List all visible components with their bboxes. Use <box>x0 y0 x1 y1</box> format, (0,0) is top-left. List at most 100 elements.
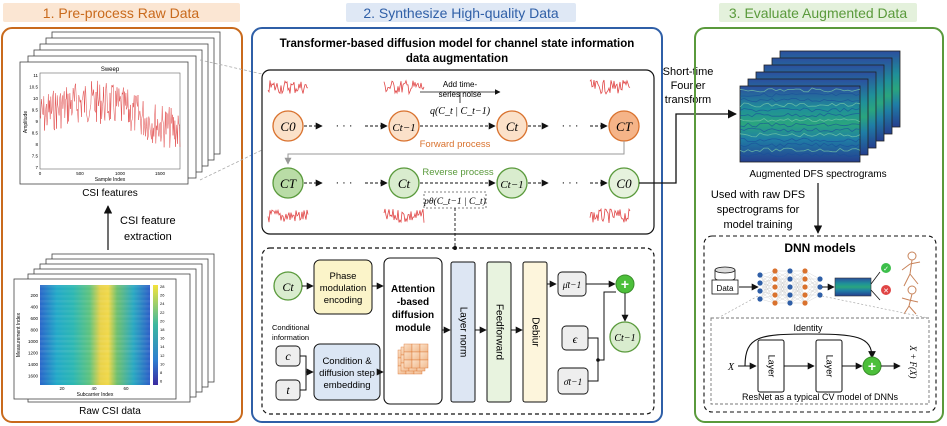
resnet-caption: ResNet as a typical CV model of DNNs <box>742 392 899 402</box>
nn-edge <box>789 278 806 304</box>
dfs-texture <box>739 117 861 123</box>
forward-node-label: Ct <box>506 119 519 134</box>
colorbar-tick: 10 <box>160 361 165 366</box>
nn-neuron <box>787 276 793 282</box>
noise-waveform <box>267 80 309 95</box>
sweep-ylabel: Amplitude <box>23 111 29 133</box>
heatmap-texture-row <box>40 295 150 298</box>
condition-c-label: c <box>285 349 291 363</box>
heatmap-texture-row <box>40 375 150 378</box>
dfs-texture <box>739 122 861 128</box>
resnet-layer-label: Layer <box>825 355 835 378</box>
dfs-texture <box>739 92 861 98</box>
database-icon <box>714 266 736 282</box>
panel-border <box>1 27 243 423</box>
nn-neuron <box>787 300 793 306</box>
heatmap-texture-row <box>40 300 150 303</box>
panel-title-bg <box>719 3 917 22</box>
stft-label-1: Short-time <box>663 66 714 78</box>
condition-t-label: t <box>286 383 290 397</box>
heatmap-texture-row <box>40 320 150 323</box>
cube-cell <box>411 351 421 361</box>
forward-equation: q(C_t | C_t−1) <box>430 106 491 117</box>
sweep-ytick: 9.5 <box>32 108 39 113</box>
raw-csi-label: Raw CSI data <box>79 406 141 417</box>
colorbar-tick: 26 <box>160 293 165 298</box>
reverse-node-label: Ct−1 <box>500 179 523 191</box>
forward-process: C0 Ct−1 Ct CT · · · · · · Add time- seri… <box>272 80 640 150</box>
used-label-3: model training <box>723 219 792 231</box>
heatmap-texture-row <box>40 315 150 318</box>
colorbar-tick: 8 <box>160 370 163 375</box>
nn-neuron <box>802 292 808 298</box>
heatmap-xlabel: Subcarrier Index <box>77 392 114 398</box>
colorbar-tick: 28 <box>160 284 165 289</box>
phase-label-2: modulation <box>320 283 366 294</box>
resnet-output-label: X + F(X) <box>908 344 918 378</box>
dfs-texture <box>739 132 861 138</box>
heatmap-ytick: 400 <box>30 305 38 310</box>
heatmap-ytick: 1600 <box>28 374 39 379</box>
phase-label-3: encoding <box>324 295 363 306</box>
layer-norm-block <box>450 261 476 403</box>
nn-neuron <box>772 276 778 282</box>
used-label-2: spectrograms for <box>717 204 800 216</box>
nn-edge <box>804 278 821 304</box>
cube-cell <box>419 359 429 369</box>
dnn-output-spectrogram <box>834 277 872 297</box>
neural-network-icon <box>757 268 823 306</box>
sweep-ytick: 7.5 <box>32 154 39 159</box>
heatmap-image <box>40 285 150 385</box>
heatmap-xtick: 40 <box>91 386 97 391</box>
sweep-ytick: 8 <box>35 142 38 147</box>
dfs-texture <box>739 127 861 133</box>
attention-label-4: module <box>395 323 431 334</box>
panel-title-bg <box>346 3 576 22</box>
reverse-equation: pθ(C_t−1 | C_t) <box>423 196 486 207</box>
sweep-ytick: 10.5 <box>29 85 38 90</box>
cube-cell <box>419 343 429 353</box>
attention-cube-icon <box>397 343 429 375</box>
noise-waveform <box>383 208 425 224</box>
noise-waveform <box>267 208 309 223</box>
nn-neuron <box>787 284 793 290</box>
sweep-axes <box>39 72 181 170</box>
embed-label-2: diffusion step <box>319 368 375 379</box>
ellipsis: · · · <box>335 177 352 189</box>
heatmap-texture-row <box>40 305 150 308</box>
nn-edge <box>789 286 806 304</box>
dfs-texture <box>739 142 861 148</box>
heatmap-texture-row <box>40 360 150 363</box>
cube-cell <box>411 343 421 353</box>
dfs-texture <box>739 152 861 158</box>
nn-neuron <box>787 292 793 298</box>
heatmap-xtick: 20 <box>59 386 65 391</box>
embed-label-1: Condition & <box>322 356 372 367</box>
attention-label-3: diffusion <box>392 310 434 321</box>
heatmap-texture-row <box>40 285 150 288</box>
conditional-label-1: Conditional <box>272 323 310 332</box>
heatmap-texture-row <box>40 290 150 293</box>
nn-edge <box>804 294 821 304</box>
resnet-sum-label: + <box>868 358 876 374</box>
panel-preprocess: 1. Pre-process Raw Data Sweep Amplitude … <box>1 3 243 423</box>
cube-cell <box>411 359 421 369</box>
cross-glyph: ✕ <box>883 288 889 295</box>
reverse-node-label: Ct <box>398 176 411 191</box>
nn-edge <box>774 294 791 304</box>
heatmap-colorbar <box>153 285 158 385</box>
sweep-ytick: 11 <box>33 73 38 78</box>
heatmap-texture-row <box>40 380 150 383</box>
nn-neuron <box>802 300 808 306</box>
nn-edge <box>774 278 791 304</box>
heatmap-ytick: 200 <box>30 293 38 298</box>
used-label-1: Used with raw DFS <box>711 189 805 201</box>
forward-node-label: Ct−1 <box>392 122 415 134</box>
sweep-title: Sweep <box>101 67 120 73</box>
heatmap-ytick: 600 <box>30 316 38 321</box>
nn-neuron <box>817 284 823 290</box>
sweep-xtick: 500 <box>76 171 84 176</box>
sweep-xtick: 1500 <box>155 171 166 176</box>
stft-transition: Short-time Fourier transform <box>639 66 737 184</box>
